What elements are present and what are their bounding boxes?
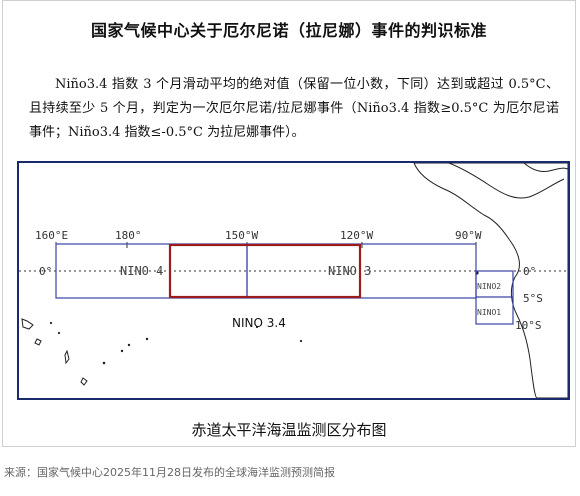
lon-label-180: 180° [115,229,142,242]
nino3-label: NINO 3 [328,264,371,278]
lon-label-120w: 120°W [340,229,373,242]
lat-label-0-east: 0° [523,265,536,278]
island-dot [102,361,106,365]
island-new-guinea [21,318,34,330]
island-dot [120,349,124,353]
island-dot [299,339,303,343]
lat-label-5s: 5°S [523,292,543,305]
criteria-paragraph: Niño3.4 指数 3 个月滑动平均的绝对值（保留一位小数，下同）达到或超过 … [29,77,559,140]
nino-region-map: 160°E 180° 150°W 120°W 90°W 0° 0° 5°S 10… [17,161,570,400]
central-america-coast [448,163,565,199]
nino34-label: NINO 3.4 [232,316,286,330]
nino2-label: NINO2 [477,282,501,291]
island-vanuatu [64,349,70,365]
island-fiji [80,377,88,386]
lat-label-10s: 10°S [515,319,542,332]
lat-label-0-west: 0° [39,265,52,278]
lon-label-160e: 160°E [35,229,68,242]
island-dot [255,325,259,329]
caribbean-coast [523,163,568,172]
map-caption: 赤道太平洋海温监测区分布图 [191,421,387,439]
page-title: 国家气候中心关于厄尔尼诺（拉尼娜）事件的判识标准 [90,21,487,40]
nino4-label: NINO 4 [120,264,163,278]
island-dot [49,321,53,325]
lon-label-90w: 90°W [455,229,482,242]
americas-coastline [413,163,568,398]
island-solomon [34,338,42,346]
island-dot [127,343,131,347]
island-dot [145,337,149,341]
nino34-box [168,243,362,299]
island-dot [57,331,61,335]
source-note: 来源：国家气候中心2025年11月28日发布的全球海洋监测预测简报 [4,466,335,479]
map-svg: 160°E 180° 150°W 120°W 90°W 0° 0° 5°S 10… [19,163,568,398]
nino1-label: NINO1 [477,308,501,317]
lon-label-150w: 150°W [225,229,258,242]
figure-card: 国家气候中心关于厄尔尼诺（拉尼娜）事件的判识标准 Niño3.4 指数 3 个月… [2,0,576,447]
